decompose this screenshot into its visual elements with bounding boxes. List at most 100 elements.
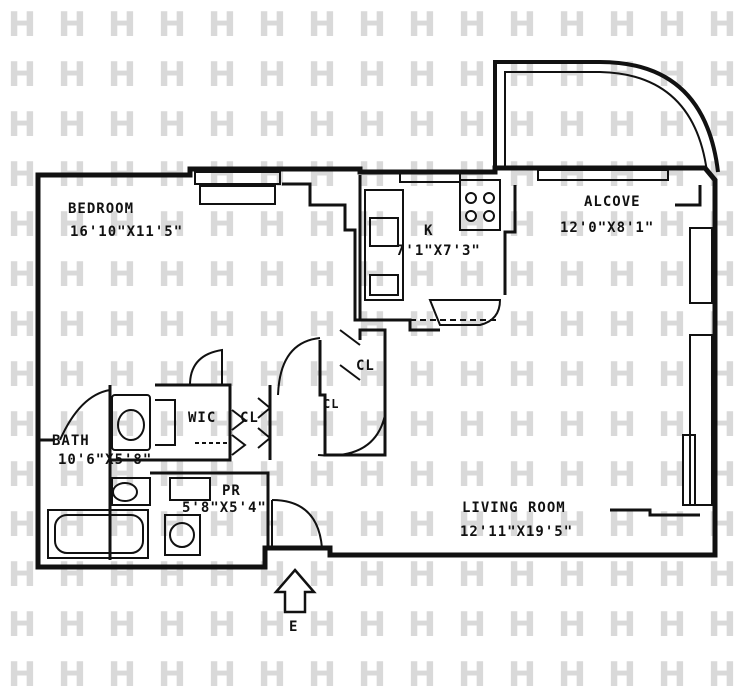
- watermark-glyph: H: [308, 205, 336, 245]
- watermark-glyph: H: [258, 405, 286, 445]
- watermark-glyph: H: [158, 105, 186, 145]
- watermark-glyph: H: [508, 405, 536, 445]
- watermark-glyph: H: [508, 205, 536, 245]
- watermark-glyph: H: [258, 255, 286, 295]
- watermark-glyph: H: [8, 355, 36, 395]
- watermark-glyph: H: [58, 655, 86, 687]
- watermark-glyph: H: [308, 405, 336, 445]
- watermark-glyph: H: [308, 255, 336, 295]
- watermark-glyph: H: [358, 155, 386, 195]
- watermark-glyph: H: [108, 5, 136, 45]
- watermark-glyph: H: [608, 355, 636, 395]
- watermark-glyph: H: [308, 105, 336, 145]
- watermark-glyph: H: [308, 155, 336, 195]
- watermark-glyph: H: [58, 605, 86, 645]
- watermark-glyph: H: [658, 155, 686, 195]
- watermark-glyph: H: [158, 55, 186, 95]
- watermark-glyph: H: [158, 505, 186, 545]
- watermark-glyph: H: [408, 5, 436, 45]
- watermark-glyph: H: [408, 505, 436, 545]
- watermark-glyph: H: [408, 605, 436, 645]
- watermark-glyph: H: [108, 605, 136, 645]
- powder-room-name: PR: [222, 483, 241, 499]
- watermark-glyph: H: [408, 205, 436, 245]
- watermark-glyph: H: [358, 505, 386, 545]
- watermark-glyph: H: [308, 505, 336, 545]
- watermark-glyph: H: [8, 55, 36, 95]
- watermark-glyph: H: [158, 5, 186, 45]
- watermark-glyph: H: [608, 255, 636, 295]
- watermark-glyph: H: [408, 305, 436, 345]
- watermark-glyph: H: [558, 255, 586, 295]
- watermark-glyph: H: [558, 455, 586, 495]
- watermark-glyph: H: [8, 205, 36, 245]
- watermark-glyph: H: [608, 555, 636, 595]
- watermark-glyph: H: [408, 155, 436, 195]
- watermark-glyph: H: [458, 105, 486, 145]
- watermark-glyph: H: [208, 205, 236, 245]
- watermark-glyph: H: [358, 5, 386, 45]
- watermark-glyph: H: [108, 205, 136, 245]
- watermark-glyph: H: [558, 655, 586, 687]
- watermark-glyph: H: [658, 205, 686, 245]
- watermark-glyph: H: [208, 5, 236, 45]
- watermark-glyph: H: [258, 55, 286, 95]
- kitchen-name: K: [424, 223, 434, 239]
- watermark-glyph: H: [708, 5, 736, 45]
- watermark-glyph: H: [658, 455, 686, 495]
- watermark-glyph: H: [208, 555, 236, 595]
- watermark-glyph: H: [558, 355, 586, 395]
- watermark-glyph: H: [458, 5, 486, 45]
- living-room-name: LIVING ROOM: [462, 500, 566, 516]
- watermark-glyph: H: [658, 655, 686, 687]
- watermark-glyph: H: [558, 105, 586, 145]
- watermark-glyph: H: [308, 455, 336, 495]
- watermark-glyph: H: [8, 605, 36, 645]
- watermark-glyph: H: [258, 5, 286, 45]
- watermark-glyph: H: [208, 105, 236, 145]
- watermark-glyph: H: [558, 205, 586, 245]
- watermark-glyph: H: [508, 505, 536, 545]
- watermark-glyph: H: [58, 405, 86, 445]
- watermark-glyph: H: [308, 605, 336, 645]
- watermark-glyph: H: [8, 555, 36, 595]
- watermark-glyph: H: [258, 455, 286, 495]
- watermark-glyph: H: [408, 105, 436, 145]
- windows: [194, 169, 713, 506]
- watermark-glyph: H: [658, 405, 686, 445]
- watermark-glyph: H: [358, 305, 386, 345]
- watermark-glyph: H: [558, 5, 586, 45]
- watermark-glyph: H: [608, 155, 636, 195]
- alcove-name: ALCOVE: [584, 194, 641, 210]
- watermark-glyph: H: [408, 455, 436, 495]
- watermark-glyph: H: [208, 455, 236, 495]
- watermark-glyph: H: [658, 5, 686, 45]
- watermark-glyph: H: [458, 355, 486, 395]
- watermark-glyph: H: [258, 655, 286, 687]
- watermark-glyph: H: [408, 555, 436, 595]
- bath-dims: 10'6"X5'8": [58, 452, 153, 468]
- watermark-glyph: H: [258, 205, 286, 245]
- watermark-glyph: H: [358, 555, 386, 595]
- watermark-glyph: H: [58, 305, 86, 345]
- watermark-glyph: H: [8, 5, 36, 45]
- bedroom-dims: 16'10"X11'5": [70, 224, 184, 240]
- watermark-glyph: H: [608, 305, 636, 345]
- watermark-glyph: H: [658, 605, 686, 645]
- watermark-glyph: H: [8, 105, 36, 145]
- watermark-glyph: H: [108, 655, 136, 687]
- watermark-glyph: H: [458, 555, 486, 595]
- watermark-glyph: H: [8, 455, 36, 495]
- watermark-glyph: H: [558, 605, 586, 645]
- watermark-glyph: H: [458, 155, 486, 195]
- watermark-glyph: H: [658, 255, 686, 295]
- doors: [59, 329, 386, 549]
- watermark-glyph: H: [358, 655, 386, 687]
- watermark-glyph: H: [158, 255, 186, 295]
- watermark-glyph: H: [408, 255, 436, 295]
- watermark-glyph: H: [358, 355, 386, 395]
- watermark-glyph: H: [608, 405, 636, 445]
- watermark-glyph: H: [458, 605, 486, 645]
- watermark-glyph: H: [208, 505, 236, 545]
